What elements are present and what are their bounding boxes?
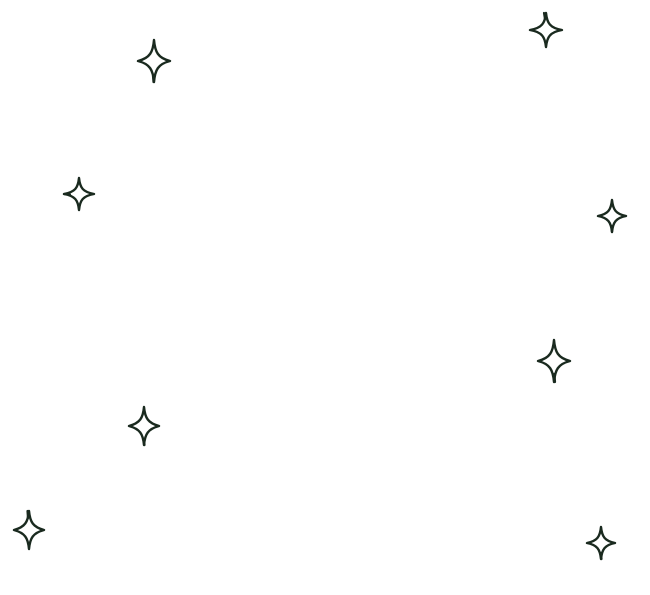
sparkle-star-icon <box>127 405 161 447</box>
sparkle-star-icon <box>62 176 96 212</box>
sparkle-star-icon <box>528 11 564 49</box>
sparkle-star-icon <box>536 338 572 384</box>
sparkle-star-icon <box>136 38 172 84</box>
sparkle-star-icon <box>596 198 628 234</box>
sparkle-star-icon <box>12 509 46 551</box>
sparkle-star-icon <box>585 525 617 561</box>
